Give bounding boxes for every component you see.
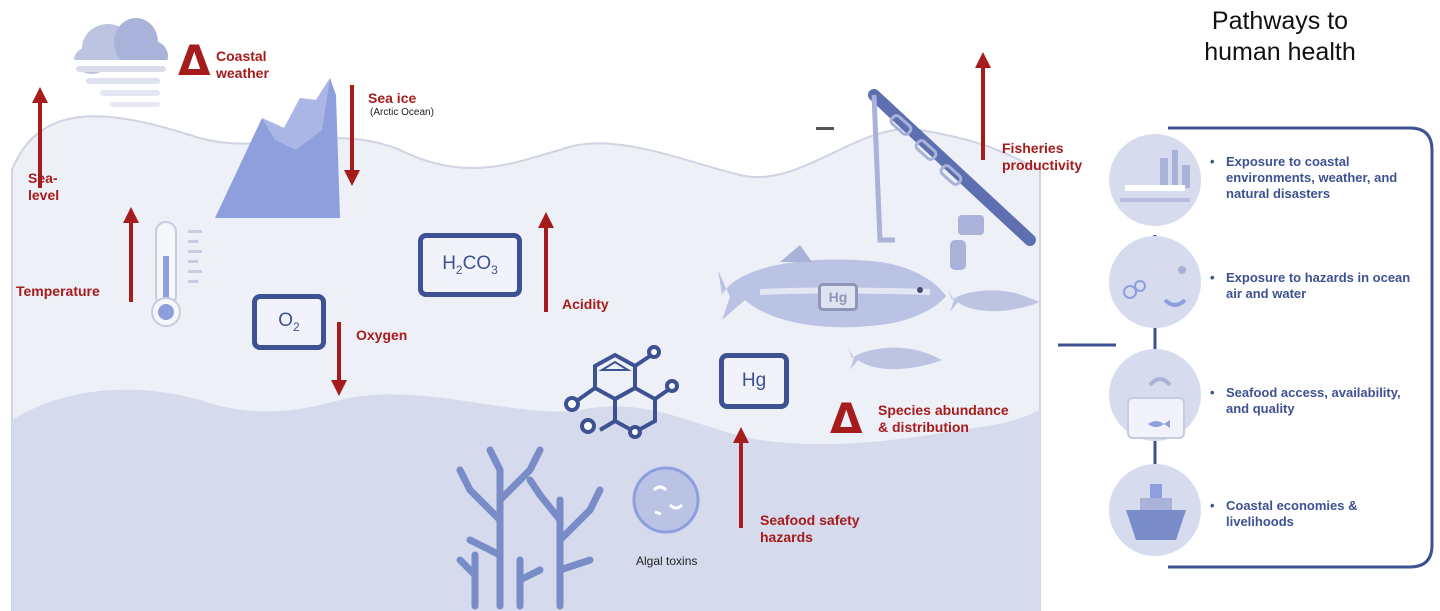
mercury-symbol: Hg [741,370,767,391]
coastal-city-icon [1109,134,1201,226]
ship-icon [1109,464,1201,556]
cloud-icon [74,18,168,107]
carbonic-acid-formula: H2CO3 [442,253,498,277]
small-fish-icon [948,290,1040,312]
pathways-frame [1168,126,1434,569]
oxygen-box: O2 [252,294,326,350]
coral-icon [456,446,604,610]
oxygen-formula: O2 [278,310,300,334]
iceberg-icon [215,78,340,218]
seafood-can-icon [1109,349,1201,441]
algal-toxins-label: Algal toxins [636,554,698,568]
pathway-text: Exposure to hazards in ocean air and wat… [1226,270,1411,301]
ocean-hazards-icon [1109,236,1201,328]
coastal-weather-label: Coastal weather [216,48,269,81]
pathway-item: • Exposure to coastal environments, weat… [1210,154,1426,202]
pathway-text: Seafood access, availability, and qualit… [1226,385,1401,416]
pathway-item: • Coastal economies & livelihoods [1210,498,1426,530]
bullet: • [1210,270,1215,285]
molecule-icon [564,345,679,439]
sea-ice-note: (Arctic Ocean) [370,107,434,118]
fisheries-label: Fisheries productivity [1002,140,1083,173]
thermometer-icon [151,221,202,327]
pathway-text: Exposure to coastal environments, weathe… [1226,154,1398,201]
pathways-title: Pathways to human health [1204,7,1356,66]
bullet: • [1210,385,1215,400]
species-label: Species abundance & distribution [878,402,1009,435]
sea-ice-label: Sea ice [368,90,417,106]
acidity-label: Acidity [562,296,609,312]
deep-water [12,389,1040,611]
pathway-item: • Exposure to hazards in ocean air and w… [1210,270,1426,302]
sea-level-label: Sea- level [28,170,60,203]
bullet: • [1210,154,1215,169]
mercury-box: Hg [719,353,789,409]
fishing-rod-icon [816,89,1036,270]
carbonic-acid-box: H2CO3 [418,233,522,297]
coastal-weather-delta-icon: Δ [178,36,211,85]
pathway-item: • Seafood access, availability, and qual… [1210,385,1426,417]
small-fish-icon [848,347,942,370]
seafood-safety-label: Seafood safety hazards [760,512,860,545]
pathway-text: Coastal economies & livelihoods [1226,498,1358,529]
algae-cell-icon [632,466,700,534]
temperature-label: Temperature [16,283,100,299]
species-delta-icon: Δ [830,394,863,443]
oxygen-label: Oxygen [356,327,408,343]
arrows [32,52,991,528]
bullet: • [1210,498,1215,513]
fish-mercury-symbol: Hg [828,289,848,305]
fish-mercury-box: Hg [818,283,858,311]
